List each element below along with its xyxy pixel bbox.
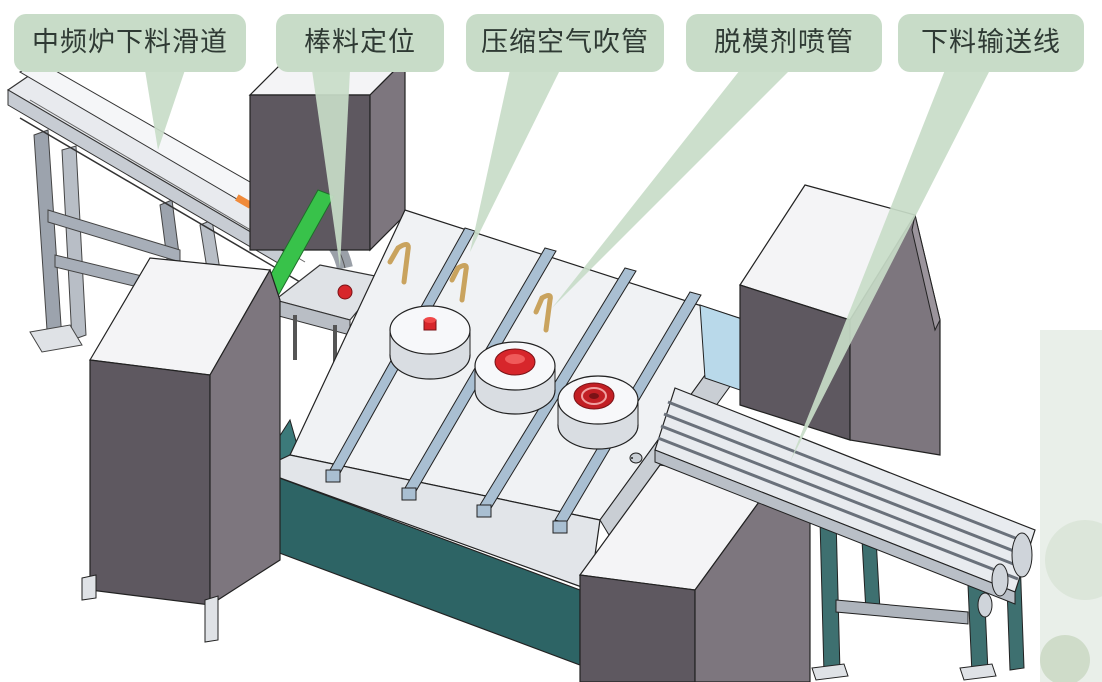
die-2 <box>474 341 556 415</box>
die-1 <box>389 305 471 380</box>
pointer-air <box>470 70 560 252</box>
callout-spray: 脱模剂喷管 <box>686 14 882 72</box>
locator-assembly <box>273 264 387 370</box>
pointer-spray <box>552 70 790 308</box>
pointer-locator <box>312 70 350 268</box>
background-scenery <box>1040 330 1102 682</box>
outfeed-conveyor <box>631 387 1036 681</box>
callout-conveyor: 下料输送线 <box>898 14 1084 72</box>
callout-chute: 中频炉下料滑道 <box>14 14 246 72</box>
front-left-column <box>81 257 281 643</box>
pointer-conveyor <box>790 70 990 462</box>
back-right-column <box>739 184 941 456</box>
air-blow-pipes <box>387 242 469 303</box>
callout-locator: 棒料定位 <box>276 14 444 72</box>
release-agent-spray-pipe <box>533 292 553 333</box>
feeding-chute <box>6 61 353 283</box>
callout-air: 压缩空气吹管 <box>466 14 664 72</box>
front-right-column <box>578 464 811 682</box>
die-3 <box>557 375 639 450</box>
callout-pointers <box>145 70 990 462</box>
bed-pin <box>629 452 643 464</box>
pointer-chute <box>145 70 185 150</box>
